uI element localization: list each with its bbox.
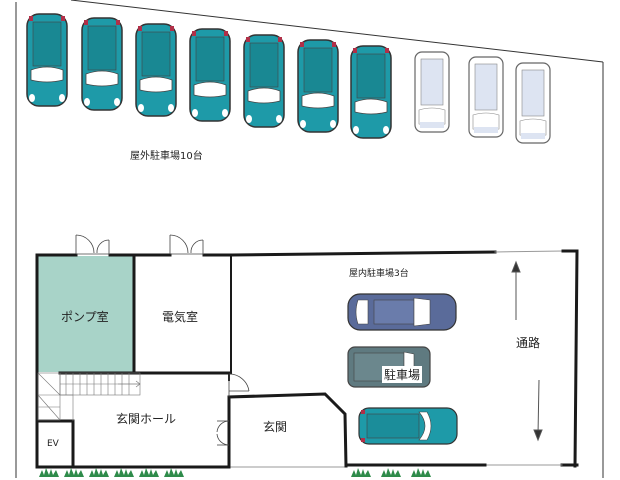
outdoor-car-1 <box>26 13 68 107</box>
outdoor-car-5 <box>243 34 285 128</box>
bush-icon <box>114 468 134 477</box>
entrance-label: 玄関 <box>263 420 288 434</box>
bush-icon <box>351 468 371 477</box>
entrance-hall-label: 玄関ホール <box>116 412 177 426</box>
elevator-label: EV <box>47 439 59 449</box>
outdoor-car-6 <box>297 39 339 133</box>
bush-icon <box>164 468 184 477</box>
bush-icon <box>64 468 84 477</box>
outdoor-car-7 <box>350 45 392 139</box>
indoor-car-compact-teal <box>358 407 458 445</box>
bush-icon <box>381 468 401 477</box>
outdoor-car-8-empty <box>414 51 450 133</box>
pump-room-label: ポンプ室 <box>61 310 109 324</box>
outdoor-car-9-empty <box>468 56 504 138</box>
pump-room-fill <box>38 256 134 372</box>
outdoor-car-2 <box>81 17 123 111</box>
indoor-parking-label: 屋内駐車場3台 <box>349 269 409 279</box>
bush-icon <box>411 468 431 477</box>
outdoor-car-10-empty <box>515 62 551 144</box>
bush-icon <box>139 468 159 477</box>
electrical-room-label: 電気室 <box>162 310 199 324</box>
bush-icon <box>39 468 59 477</box>
outdoor-car-4 <box>189 28 231 122</box>
outdoor-car-3 <box>135 23 177 117</box>
site-boundary-top <box>70 0 604 63</box>
indoor-car-sedan-navy <box>347 293 457 331</box>
outdoor-parking-label: 屋外駐車場10台 <box>130 151 203 162</box>
parking-label: 駐車場 <box>382 366 423 383</box>
bush-icon <box>89 468 109 477</box>
passage-label: 通路 <box>516 336 541 350</box>
